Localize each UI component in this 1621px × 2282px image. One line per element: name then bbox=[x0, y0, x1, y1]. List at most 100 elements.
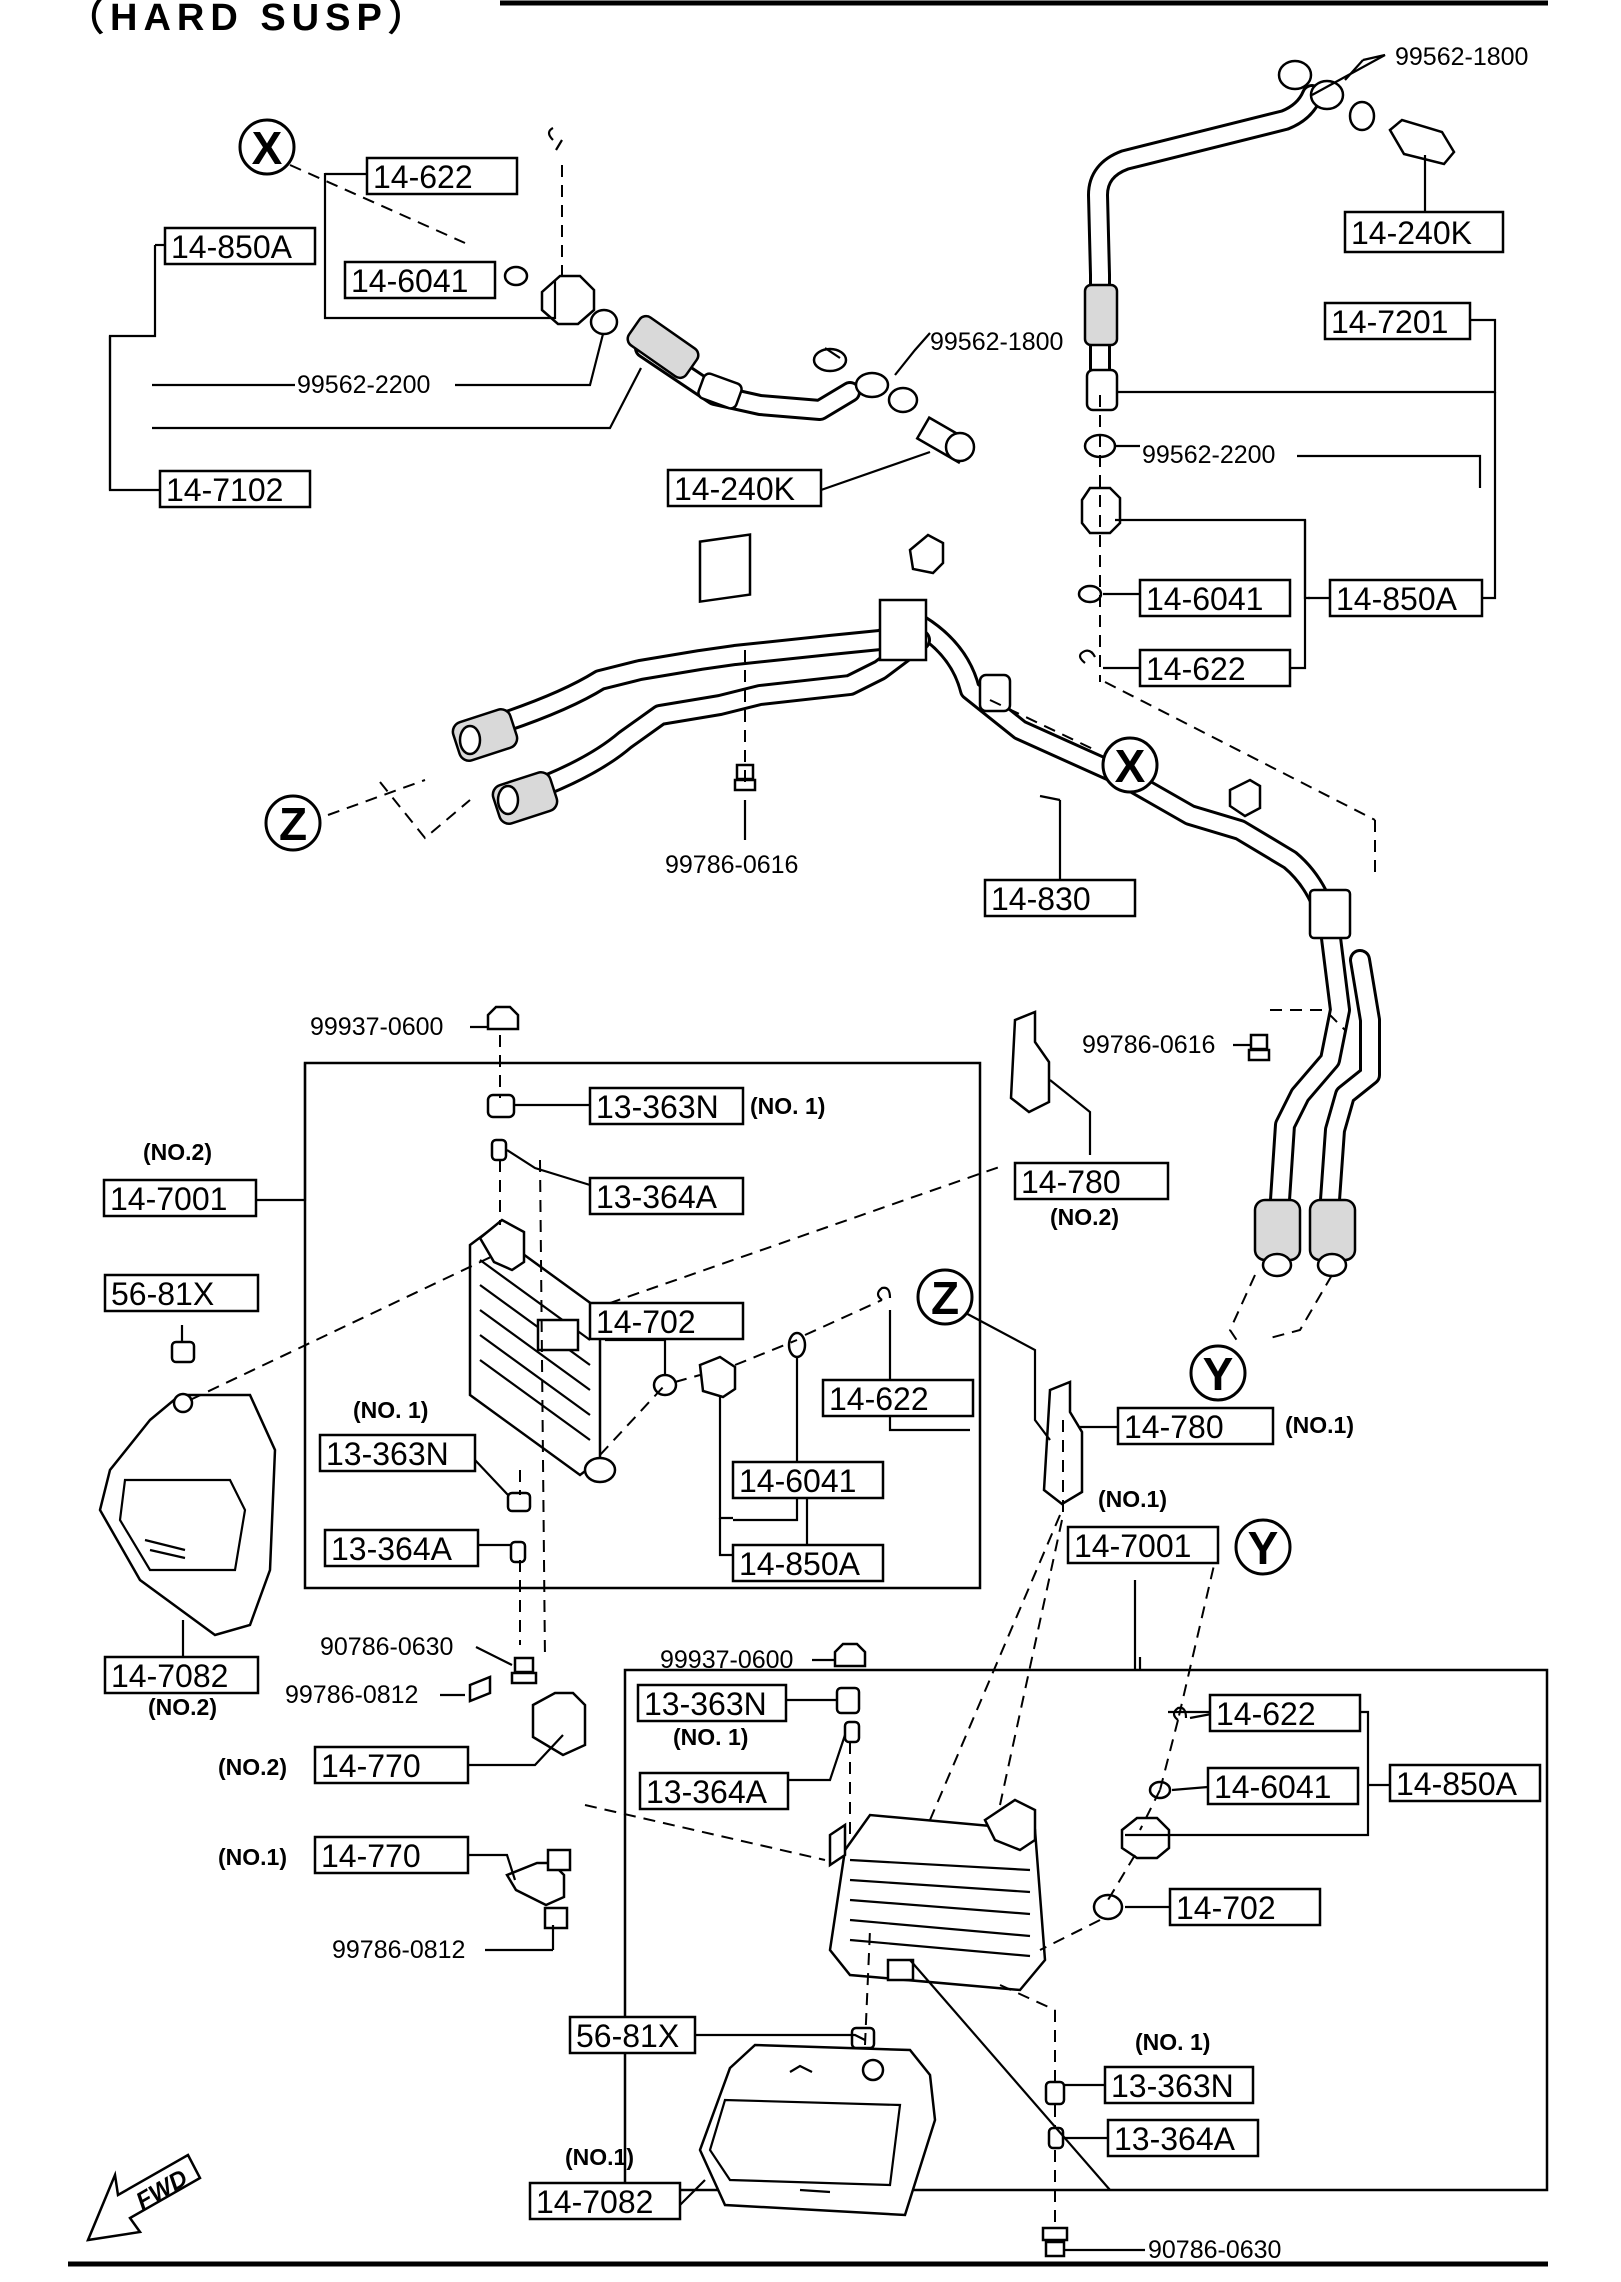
part-number-label: 14-7001 bbox=[1074, 1528, 1191, 1564]
part-box-14-850A-c: 14-850A bbox=[731, 1543, 885, 1583]
part-box-14-622-c: 14-622 bbox=[821, 1378, 975, 1418]
part-box-14-780-b: 14-780 bbox=[1116, 1406, 1275, 1446]
upper-right-assembly bbox=[1077, 53, 1497, 880]
part-number-label: 14-240K bbox=[674, 471, 795, 507]
qualifier-13-363N-b: (NO. 1) bbox=[353, 1397, 428, 1423]
part-box-56-81X-a: 56-81X bbox=[103, 1273, 260, 1313]
part-box-14-770-b: 14-770 bbox=[313, 1835, 470, 1875]
part-number-label: 14-770 bbox=[321, 1748, 421, 1784]
callout-z-right: Z bbox=[916, 1268, 974, 1326]
part-box-13-364A-d: 13-364A bbox=[1106, 2118, 1260, 2158]
part-number-label: 14-780 bbox=[1124, 1409, 1224, 1445]
part-number-label: 56-81X bbox=[576, 2018, 679, 2054]
qualifier-14-780-a: (NO.2) bbox=[1050, 1204, 1119, 1230]
part-number-label: 14-622 bbox=[829, 1381, 929, 1417]
main-pipe-assembly bbox=[327, 533, 1381, 1346]
callout-x-upper-label: X bbox=[252, 122, 283, 174]
part-box-13-363N-b: 13-363N bbox=[318, 1433, 477, 1473]
part-number-label: 14-622 bbox=[373, 159, 473, 195]
part-number-label: 13-363N bbox=[596, 1089, 719, 1125]
part-box-14-702-a: 14-702 bbox=[588, 1301, 745, 1341]
part-number-99786-0616-a: 99786-0616 bbox=[665, 851, 798, 879]
part-number-label: 14-770 bbox=[321, 1838, 421, 1874]
callout-z-left: Z bbox=[264, 794, 322, 852]
qualifier-14-780-b: (NO.1) bbox=[1285, 1412, 1354, 1438]
qualifier-13-363N-a: (NO. 1) bbox=[750, 1093, 825, 1119]
fwd-arrow: FWD bbox=[85, 2153, 202, 2242]
part-box-14-6041-d: 14-6041 bbox=[1206, 1766, 1360, 1806]
part-number-99937-0600-b: 99937-0600 bbox=[660, 1646, 793, 1674]
part-box-13-363N-c: 13-363N bbox=[636, 1683, 788, 1723]
qualifier-14-770-a: (NO.2) bbox=[218, 1754, 287, 1780]
part-box-14-702-b: 14-702 bbox=[1168, 1887, 1322, 1927]
callout-y-upper: Y bbox=[1189, 1344, 1247, 1402]
part-number-99562-2200-b: 99562-2200 bbox=[1142, 441, 1275, 469]
diagram-title: （HARD SUSP） bbox=[66, 0, 432, 39]
part-number-99562-1800-a: 99562-1800 bbox=[1395, 43, 1528, 71]
part-number-label: 14-7082 bbox=[536, 2184, 653, 2220]
part-number-label: 14-850A bbox=[1336, 581, 1458, 617]
part-number-label: 14-6041 bbox=[739, 1463, 856, 1499]
qualifier-13-363N-d: (NO. 1) bbox=[1135, 2029, 1210, 2055]
part-number-label: 14-7201 bbox=[1331, 304, 1448, 340]
cooler-no2-assembly bbox=[98, 1005, 1092, 1952]
callout-z-left-label: Z bbox=[279, 798, 307, 850]
part-box-14-7082-b: 14-7082 bbox=[528, 2181, 682, 2221]
callout-x-lower-label: X bbox=[1115, 740, 1146, 792]
part-number-99786-0812-b: 99786-0812 bbox=[332, 1936, 465, 1964]
part-box-14-850A-d: 14-850A bbox=[1388, 1763, 1542, 1803]
qualifier-14-770-b: (NO.1) bbox=[218, 1844, 287, 1870]
part-box-14-7001-a: 14-7001 bbox=[102, 1178, 258, 1218]
part-box-13-364A-a: 13-364A bbox=[588, 1176, 745, 1216]
part-box-13-363N-d: 13-363N bbox=[1103, 2065, 1255, 2105]
part-box-14-830: 14-830 bbox=[983, 878, 1137, 918]
part-box-14-622-a: 14-622 bbox=[365, 156, 519, 196]
qualifier-14-7001-a: (NO.2) bbox=[143, 1139, 212, 1165]
part-number-label: 14-7102 bbox=[166, 472, 283, 508]
qualifier-14-7082-b: (NO.1) bbox=[565, 2144, 634, 2170]
part-box-13-364A-c: 13-364A bbox=[638, 1771, 790, 1811]
part-number-label: 13-363N bbox=[1111, 2068, 1234, 2104]
part-box-14-6041-a: 14-6041 bbox=[343, 260, 497, 300]
part-number-label: 14-780 bbox=[1021, 1164, 1121, 1200]
part-number-label: 14-240K bbox=[1351, 215, 1472, 251]
part-number-99937-0600-a: 99937-0600 bbox=[310, 1013, 443, 1041]
part-box-14-780-a: 14-780 bbox=[1013, 1161, 1170, 1201]
part-number-99562-1800-b: 99562-1800 bbox=[930, 328, 1063, 356]
part-number-label: 14-6041 bbox=[1146, 581, 1263, 617]
qualifier-14-7082-a: (NO.2) bbox=[148, 1694, 217, 1720]
part-box-13-363N-a: 13-363N bbox=[588, 1086, 745, 1126]
part-number-label: 14-850A bbox=[739, 1546, 861, 1582]
qualifier-13-363N-c: (NO. 1) bbox=[673, 1724, 748, 1750]
part-box-14-850A-b: 14-850A bbox=[1328, 578, 1484, 618]
callout-z-right-label: Z bbox=[931, 1272, 959, 1324]
part-number-99786-0812-a: 99786-0812 bbox=[285, 1681, 418, 1709]
part-box-14-6041-b: 14-6041 bbox=[1138, 578, 1292, 618]
part-box-14-7001-b: 14-7001 bbox=[1066, 1525, 1220, 1565]
part-box-14-7201: 14-7201 bbox=[1323, 301, 1472, 341]
part-box-14-240K-a: 14-240K bbox=[666, 468, 823, 508]
part-box-14-6041-c: 14-6041 bbox=[731, 1460, 885, 1500]
callout-x-upper: X bbox=[238, 118, 296, 176]
part-number-label: 14-622 bbox=[1146, 651, 1246, 687]
part-box-14-7082-a: 14-7082 bbox=[103, 1655, 260, 1695]
part-number-label: 14-830 bbox=[991, 881, 1091, 917]
part-number-label: 56-81X bbox=[111, 1276, 214, 1312]
part-number-label: 13-364A bbox=[331, 1531, 453, 1567]
upper-left-assembly bbox=[108, 127, 976, 492]
cooler-no1-assembly bbox=[623, 1309, 1549, 2258]
part-number-label: 14-702 bbox=[596, 1304, 696, 1340]
callout-y-upper-label: Y bbox=[1203, 1348, 1234, 1400]
part-number-label: 13-363N bbox=[326, 1436, 449, 1472]
part-number-90786-0630-a: 90786-0630 bbox=[320, 1633, 453, 1661]
part-number-label: 14-6041 bbox=[1214, 1769, 1331, 1805]
part-number-label: 14-7082 bbox=[111, 1658, 228, 1694]
part-number-label: 14-6041 bbox=[351, 263, 468, 299]
part-box-14-7102: 14-7102 bbox=[158, 469, 312, 509]
part-box-14-240K-b: 14-240K bbox=[1343, 210, 1505, 254]
part-number-label: 14-622 bbox=[1216, 1696, 1316, 1732]
callout-y-lower: Y bbox=[1234, 1518, 1292, 1576]
qualifier-14-7001-b: (NO.1) bbox=[1098, 1486, 1167, 1512]
part-box-14-622-b: 14-622 bbox=[1138, 648, 1292, 688]
